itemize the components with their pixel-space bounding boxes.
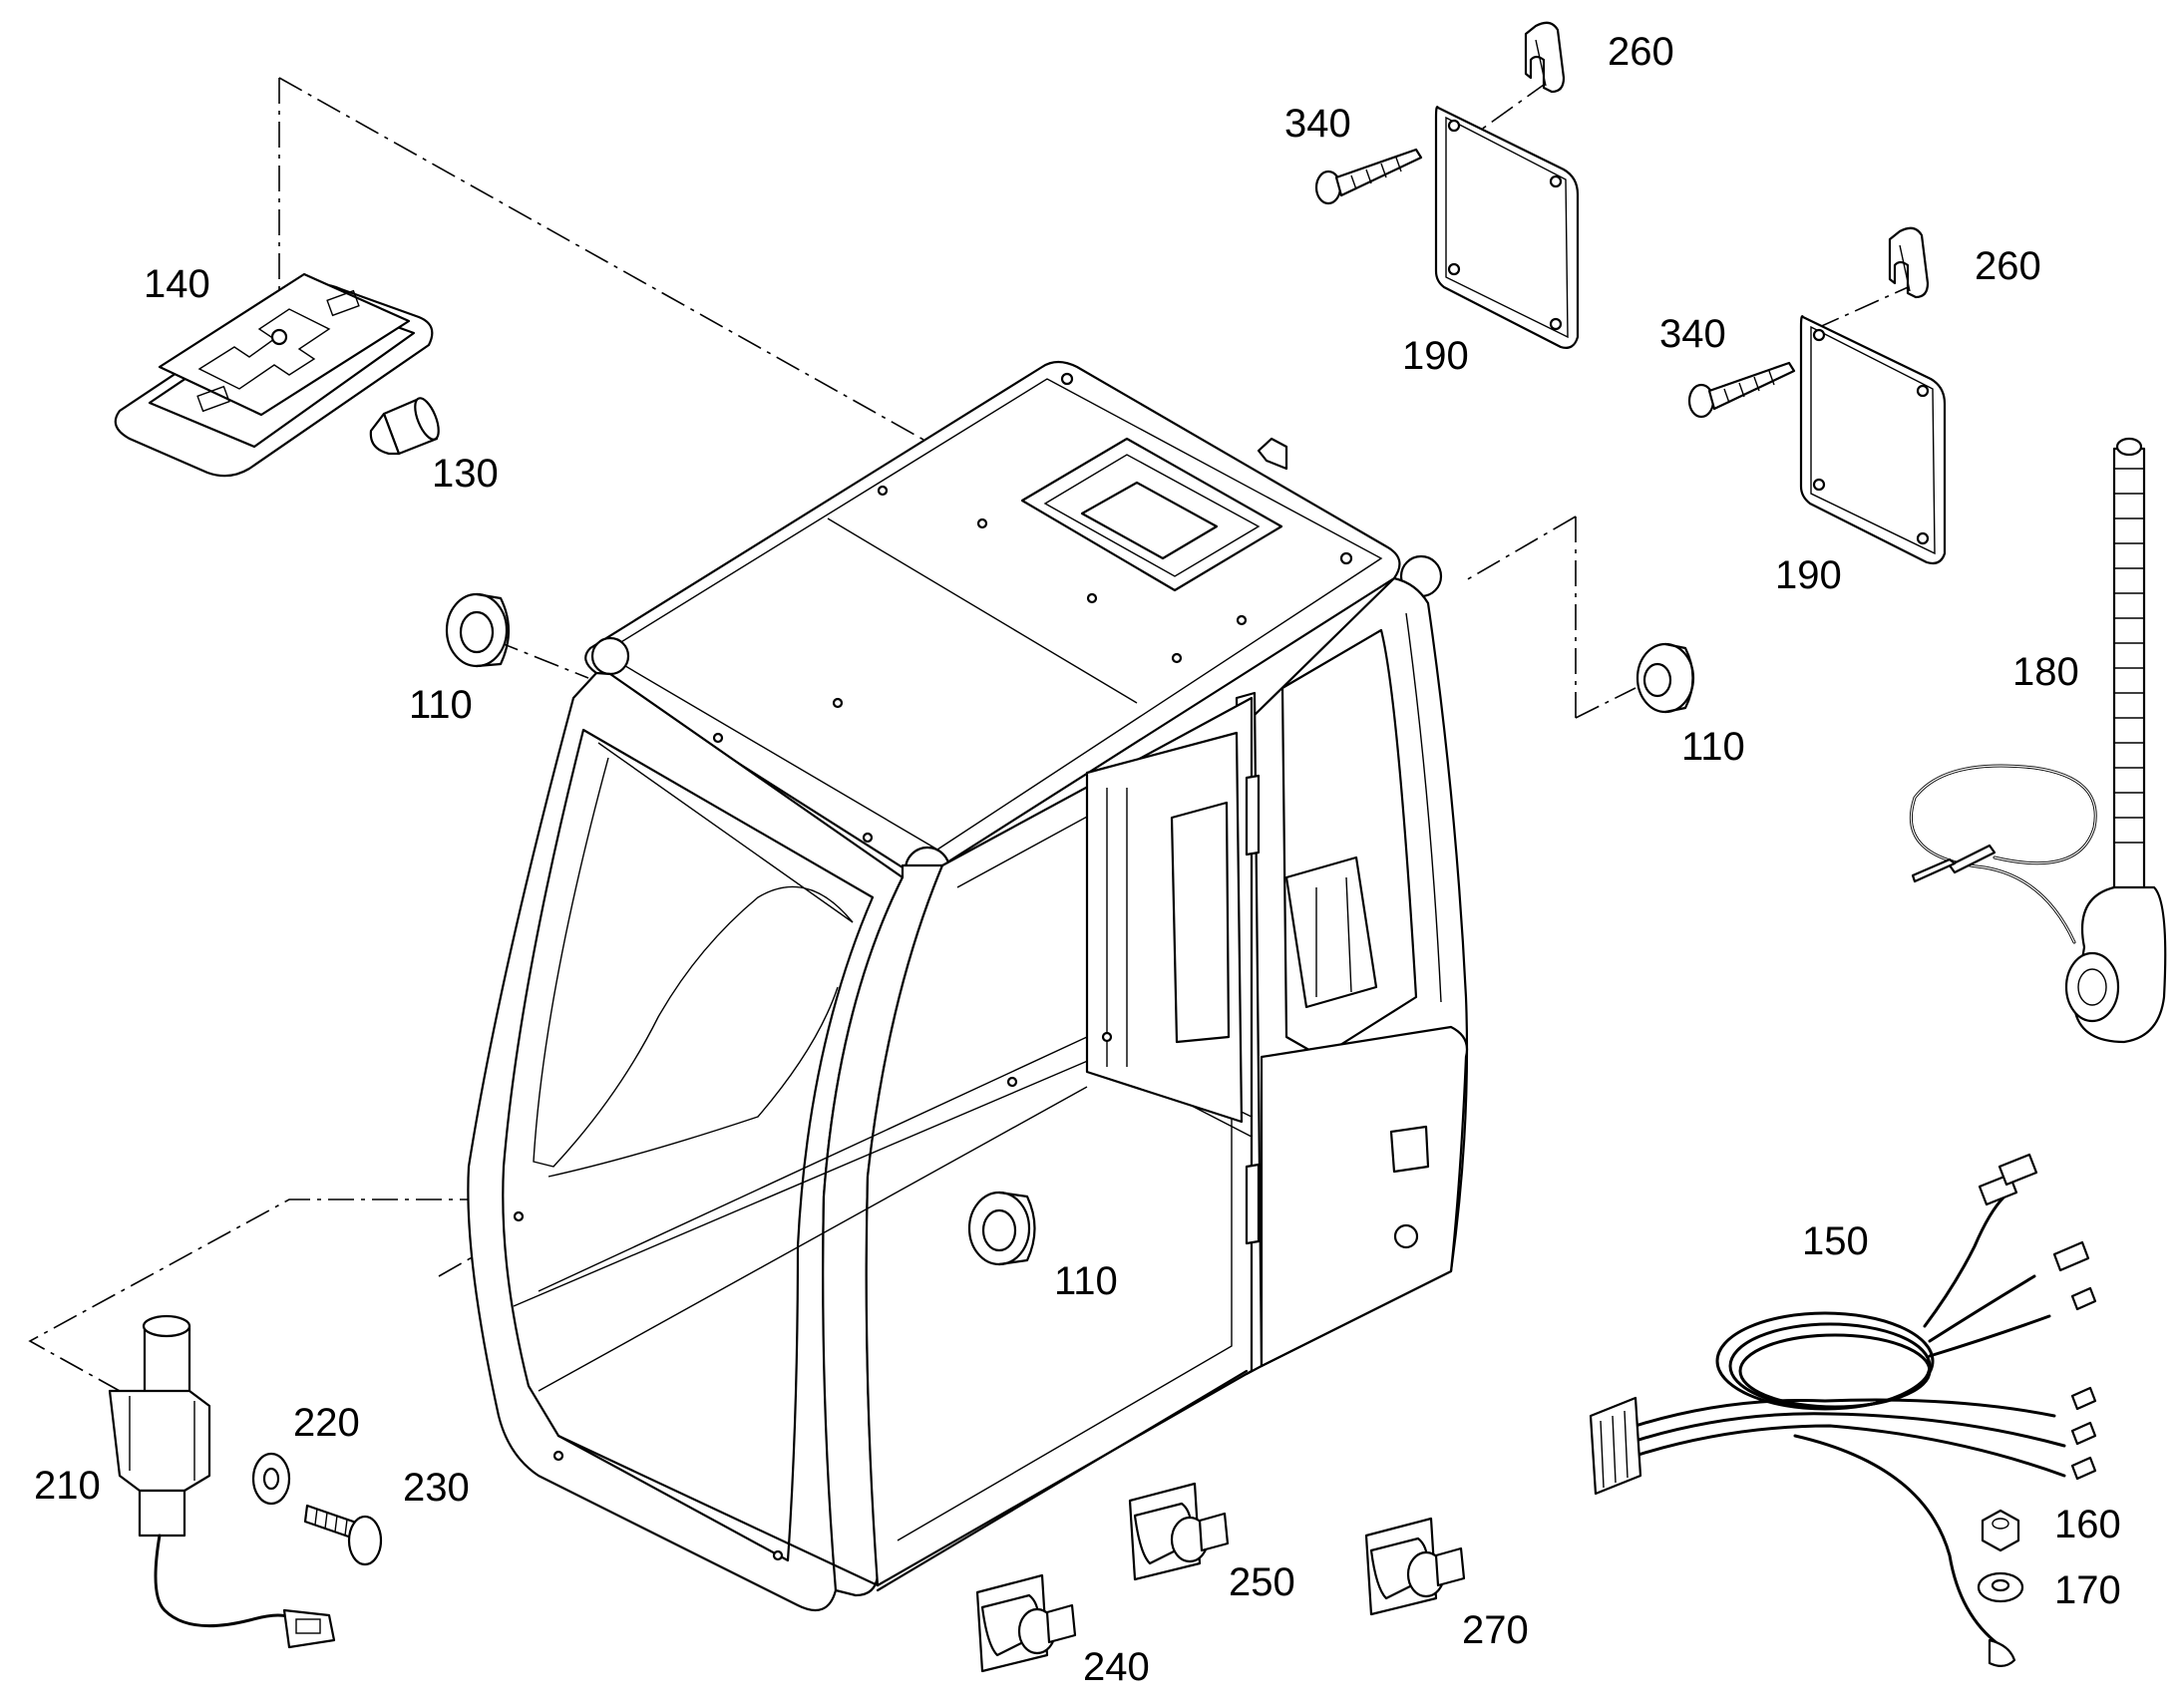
spring-clip-icon bbox=[1524, 21, 1566, 94]
label-270: 270 bbox=[1462, 1608, 1529, 1652]
label-340-lower: 340 bbox=[1659, 312, 1726, 356]
spring-clip-icon bbox=[1888, 226, 1930, 299]
tapping-screw-icon bbox=[1314, 148, 1423, 205]
label-110-left: 110 bbox=[409, 683, 473, 727]
bracket-icon bbox=[1364, 1517, 1466, 1616]
bracket-icon bbox=[1128, 1482, 1230, 1581]
label-250: 250 bbox=[1229, 1560, 1295, 1604]
bolt-icon bbox=[303, 1504, 383, 1566]
cover-plate-icon bbox=[1799, 315, 1947, 565]
label-150: 150 bbox=[1802, 1219, 1869, 1263]
grommet-110-right bbox=[1635, 642, 1695, 714]
nut-icon bbox=[1981, 1509, 2020, 1552]
antenna-icon bbox=[1909, 437, 2167, 1044]
label-170: 170 bbox=[2054, 1568, 2121, 1612]
label-340-upper: 340 bbox=[1284, 102, 1351, 146]
label-260-upper: 260 bbox=[1608, 30, 1674, 74]
label-160: 160 bbox=[2054, 1503, 2121, 1546]
grommet-110-left bbox=[445, 592, 511, 668]
dome-lamp-icon bbox=[114, 272, 434, 478]
label-110-floor: 110 bbox=[1054, 1259, 1118, 1303]
operator-cab-frame-icon bbox=[467, 360, 1469, 1612]
switch-icon bbox=[108, 1314, 336, 1649]
grommet-110-floor bbox=[967, 1191, 1036, 1266]
bulb-icon bbox=[369, 397, 440, 456]
label-190-lower: 190 bbox=[1775, 553, 1842, 597]
cover-plate-icon bbox=[1434, 106, 1580, 349]
label-210: 210 bbox=[34, 1464, 101, 1508]
washer-icon bbox=[1977, 1571, 2024, 1603]
part-labels: 110 110 110 130 140 150 160 170 180 190 … bbox=[34, 30, 2121, 1689]
label-190-upper: 190 bbox=[1402, 334, 1469, 378]
label-260-lower: 260 bbox=[1975, 244, 2041, 288]
bracket-icon bbox=[975, 1573, 1077, 1673]
label-230: 230 bbox=[403, 1466, 470, 1510]
label-140: 140 bbox=[144, 262, 210, 306]
label-240: 240 bbox=[1083, 1645, 1150, 1689]
wire-harness-icon bbox=[1589, 1153, 2097, 1667]
label-130: 130 bbox=[432, 452, 499, 496]
label-180: 180 bbox=[2012, 650, 2079, 694]
label-220: 220 bbox=[293, 1401, 360, 1445]
washer-icon bbox=[251, 1452, 291, 1506]
label-110-right: 110 bbox=[1681, 725, 1745, 769]
tapping-screw-icon bbox=[1687, 361, 1796, 419]
